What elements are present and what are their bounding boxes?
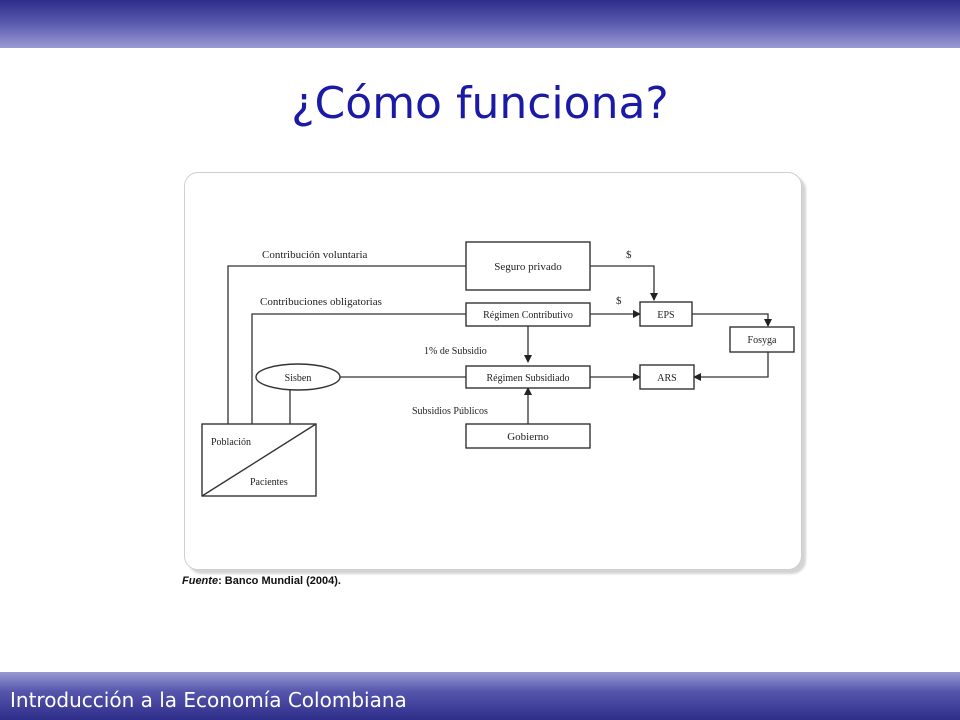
label-poblacion: Población bbox=[211, 437, 251, 448]
source-label: Fuente bbox=[182, 575, 219, 587]
footer-band bbox=[0, 672, 960, 720]
box-regimen-subsidiado bbox=[465, 365, 591, 389]
box-ars bbox=[639, 364, 695, 390]
header-band bbox=[0, 0, 960, 48]
label-eps: EPS bbox=[657, 310, 674, 321]
label-subsidio-pct: 1% de Subsidio bbox=[424, 346, 487, 357]
box-seguro-privado bbox=[465, 241, 591, 291]
label-ars: ARS bbox=[657, 373, 676, 384]
box-gobierno bbox=[465, 423, 591, 449]
label-seguro-privado: Seguro privado bbox=[494, 261, 562, 273]
source-note: Fuente: Banco Mundial (2004). bbox=[182, 575, 341, 587]
label-contribucion-voluntaria: Contribución voluntaria bbox=[262, 249, 368, 261]
edge-seguro-eps bbox=[590, 265, 658, 301]
edge-eps-fosyga bbox=[692, 313, 772, 327]
label-subsidios-publicos: Subsidios Públicos bbox=[412, 406, 488, 417]
footer-text: Introducción a la Economía Colombiana bbox=[10, 688, 407, 712]
label-pacientes: Pacientes bbox=[250, 477, 288, 488]
ellipse-sisben bbox=[255, 363, 341, 391]
label-sisben: Sisben bbox=[285, 373, 312, 384]
label-dollar-seguro: $ bbox=[626, 249, 632, 261]
box-fosyga bbox=[729, 326, 795, 353]
box-regimen-contributivo bbox=[465, 302, 591, 327]
label-gobierno: Gobierno bbox=[507, 431, 549, 443]
label-contribuciones-obligatorias: Contribuciones obligatorias bbox=[260, 296, 382, 308]
edge-fosyga-ars bbox=[693, 352, 769, 381]
label-fosyga: Fosyga bbox=[748, 335, 777, 346]
box-eps bbox=[639, 301, 693, 327]
edge-voluntaria bbox=[227, 265, 466, 424]
source-text: : Banco Mundial (2004). bbox=[218, 575, 341, 587]
diagonal-divider bbox=[201, 423, 317, 497]
label-dollar-contributivo: $ bbox=[616, 295, 622, 307]
label-regimen-contributivo: Régimen Contributivo bbox=[483, 310, 573, 321]
edge-obligatorias bbox=[251, 313, 466, 424]
slide-title: ¿Cómo funciona? bbox=[291, 78, 669, 129]
label-regimen-subsidiado: Régimen Subsidiado bbox=[486, 373, 569, 384]
